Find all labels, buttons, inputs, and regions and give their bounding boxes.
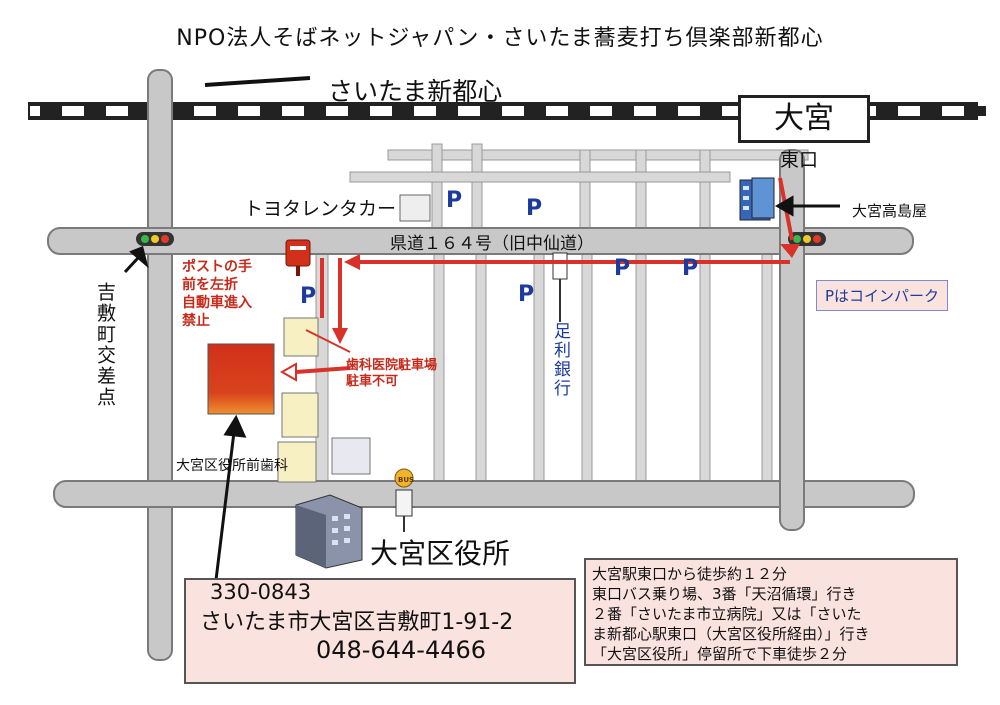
rail-tie [436, 106, 458, 116]
rail-tie [392, 106, 414, 116]
zip-code: 330-0843 [210, 580, 312, 604]
dental-parking-note: 歯科医院駐車場 駐車不可 [346, 358, 437, 390]
parking-mark: P [446, 188, 463, 213]
post-turn-line: 禁止 [182, 313, 210, 329]
block-dental [277, 441, 317, 483]
traffic-light-right [788, 232, 826, 246]
label-east-exit: 東口 [780, 149, 819, 171]
dental-parking-line: 駐車不可 [346, 374, 399, 389]
phone-number: 048-644-4466 [316, 636, 487, 664]
directions-line: 大宮駅東口から徒歩約１２分 [592, 565, 788, 583]
minor-streets [315, 143, 809, 488]
parking-mark: P [614, 256, 631, 281]
label-shintoshin: さいたま新都心 [328, 77, 503, 106]
parking-mark: P [518, 282, 535, 307]
parking-mark: P [682, 256, 699, 281]
directions-line: ま新都心駅東口（大宮区役所経由）」行き [592, 625, 870, 643]
rail-tie [84, 106, 106, 116]
rail-tie [656, 106, 678, 116]
label-omiya-station: 大宮 [738, 95, 870, 143]
pointer-arrows [123, 195, 840, 581]
parking-mark: P [300, 284, 317, 309]
label-main-road: 県道１６４号（旧中仙道） [390, 234, 594, 254]
label-ashikaga-bank: 足利銀行 [550, 322, 570, 398]
ward-office-building [295, 494, 363, 569]
label-takashimaya: 大宮高島屋 [852, 202, 928, 220]
rail-tie [172, 106, 194, 116]
rail-tie [524, 106, 546, 116]
block-gray [331, 437, 371, 475]
rail-tie [260, 106, 282, 116]
block-yellow-2 [281, 392, 319, 438]
route-path [279, 177, 800, 382]
address-box: 330-0843 さいたま市大宮区吉敷町1-91-2 048-644-4466 [184, 578, 576, 684]
bus-stop-icon [394, 468, 414, 532]
directions-line: 「大宮区役所」停留所で下車徒歩２分 [592, 645, 848, 663]
coin-park-note: Pはコインパーク [816, 280, 949, 311]
destination-building [207, 343, 275, 415]
post-turn-line: 前を左折 [182, 277, 238, 293]
rail-tie [304, 106, 326, 116]
rail-tie [700, 106, 722, 116]
dental-parking-line: 歯科医院駐車場 [346, 358, 438, 373]
label-kishikicho-crossing: 吉敷町交差点 [94, 282, 116, 408]
bank-building [552, 252, 568, 280]
main-roads [47, 69, 915, 661]
rail-tie [876, 106, 898, 116]
post-turn-line: ポストの手 [182, 259, 252, 275]
bus-stop-label: BUS [398, 476, 415, 484]
label-ward-office: 大宮区役所 [370, 537, 511, 570]
address-line: さいたま市大宮区吉敷町1-91-2 [200, 610, 514, 635]
postbox-icon [285, 239, 311, 276]
post-turn-note: ポストの手 前を左折 自動車進入 禁止 [182, 258, 252, 330]
rail-tie [480, 106, 502, 116]
directions-line: 東口バス乗り場、3番「天沼循環」行き [592, 585, 857, 603]
rail-tie [568, 106, 590, 116]
rail-tie [348, 106, 370, 116]
rail-tie [612, 106, 634, 116]
directions-box: 大宮駅東口から徒歩約１２分 東口バス乗り場、3番「天沼循環」行き ２番「さいたま… [584, 558, 958, 666]
label-toyota-rental: トヨタレンタカー [244, 198, 397, 220]
traffic-light-left [136, 232, 174, 246]
rail-tie [920, 106, 942, 116]
rail-tie [40, 106, 62, 116]
rail-tie [964, 106, 986, 116]
rail-tie [216, 106, 238, 116]
takashimaya-building [739, 177, 775, 221]
direction-line [204, 76, 311, 87]
block-yellow-1 [283, 317, 319, 357]
rental-building [399, 194, 431, 222]
label-dental-clinic: 大宮区役所前歯科 [176, 458, 288, 474]
directions-line: ２番「さいたま市立病院」又は「さいた [592, 605, 862, 623]
page-title: NPO法人そばネットジャパン・さいたま蕎麦打ち倶楽部新都心 [176, 26, 824, 51]
rail-tie [128, 106, 150, 116]
post-turn-line: 自動車進入 [182, 295, 252, 311]
parking-mark: P [526, 196, 543, 221]
